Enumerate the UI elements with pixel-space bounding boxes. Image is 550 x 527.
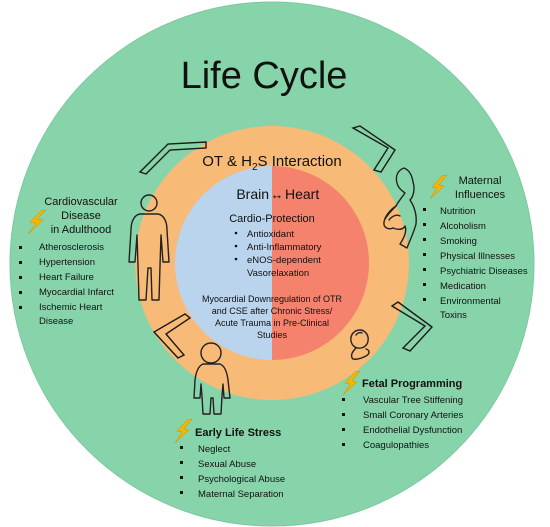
protection-item: Anti-Inflammatory xyxy=(247,242,322,253)
section-heading: Cardiovascular xyxy=(44,196,118,208)
list-item: Atherosclerosis xyxy=(39,242,104,253)
list-item: Smoking xyxy=(440,236,477,247)
list-item: Hypertension xyxy=(39,257,95,268)
list-item: Nutrition xyxy=(440,206,475,217)
list-item: Endothelial Dysfunction xyxy=(363,425,462,436)
cardio-protection-heading: Cardio-Protection xyxy=(229,213,315,225)
double-arrow-icon: ↔ xyxy=(271,187,284,202)
lightning-icon xyxy=(174,418,193,444)
svg-text:Acute Trauma in Pre-Clinical: Acute Trauma in Pre-Clinical xyxy=(215,318,329,328)
svg-text:Myocardial Downregulation of O: Myocardial Downregulation of OTR xyxy=(202,294,343,304)
brain-half xyxy=(175,166,272,360)
list-item: Sexual Abuse xyxy=(198,459,256,470)
list-item: Medication xyxy=(440,281,486,292)
early-life-stress-section: Early Life Stress Neglect Sexual Abuse P… xyxy=(180,427,285,500)
svg-text:Studies: Studies xyxy=(257,330,288,340)
section-heading: Early Life Stress xyxy=(195,427,281,439)
list-item: Neglect xyxy=(198,444,231,455)
list-item: Coagulopathies xyxy=(363,440,429,451)
lightning-icon xyxy=(429,174,448,200)
cardiovascular-section: Cardiovascular Disease in Adulthood Athe… xyxy=(19,196,118,327)
heart-label: Heart xyxy=(285,186,319,202)
maternal-section: Maternal Influences Nutrition Alcoholism… xyxy=(423,175,528,321)
protection-item: Antioxidant xyxy=(247,229,294,240)
protection-item: eNOS-dependent xyxy=(247,255,321,266)
list-item: Toxins xyxy=(440,310,467,321)
section-heading: Maternal xyxy=(459,175,502,187)
downregulation-text: Myocardial Downregulation of OTR and CSE… xyxy=(202,294,343,340)
list-item: Ischemic Heart xyxy=(39,302,103,313)
list-item: Psychiatric Diseases xyxy=(440,266,528,277)
child-icon xyxy=(193,342,231,415)
cycle-arrow-icon xyxy=(138,125,434,359)
list-item: Alcoholism xyxy=(440,221,486,232)
protection-item: Vasorelaxation xyxy=(247,268,309,279)
diagram-title: Life Cycle xyxy=(181,55,348,97)
heart-half xyxy=(272,166,369,360)
list-item: Disease xyxy=(39,316,73,327)
lightning-icon xyxy=(27,209,47,235)
list-item: Physical Illnesses xyxy=(440,251,515,262)
svg-text:and CSE after Chronic Stress/: and CSE after Chronic Stress/ xyxy=(212,306,333,316)
list-item: Psychological Abuse xyxy=(198,474,285,485)
section-heading: in Adulthood xyxy=(51,224,112,236)
fetal-section: Fetal Programming Vascular Tree Stiffeni… xyxy=(342,378,464,451)
section-heading: Disease xyxy=(61,210,101,222)
section-heading: Fetal Programming xyxy=(362,378,462,390)
cardio-protection-list: Antioxidant Anti-Inflammatory eNOS-depen… xyxy=(234,229,322,279)
brain-label: Brain xyxy=(236,186,269,202)
list-item: Small Coronary Arteries xyxy=(363,410,464,421)
baby-icon xyxy=(350,329,370,360)
section-heading: Influences xyxy=(455,189,506,201)
adult-man-icon xyxy=(128,194,170,301)
pregnant-woman-icon xyxy=(383,167,417,249)
list-item: Myocardial Infarct xyxy=(39,287,114,298)
lightning-icon xyxy=(342,370,361,396)
list-item: Vascular Tree Stiffening xyxy=(363,395,463,406)
ring-title: OT & H2S Interaction xyxy=(202,153,342,173)
list-item: Maternal Separation xyxy=(198,489,284,500)
list-item: Environmental xyxy=(440,296,501,307)
list-item: Heart Failure xyxy=(39,272,94,283)
